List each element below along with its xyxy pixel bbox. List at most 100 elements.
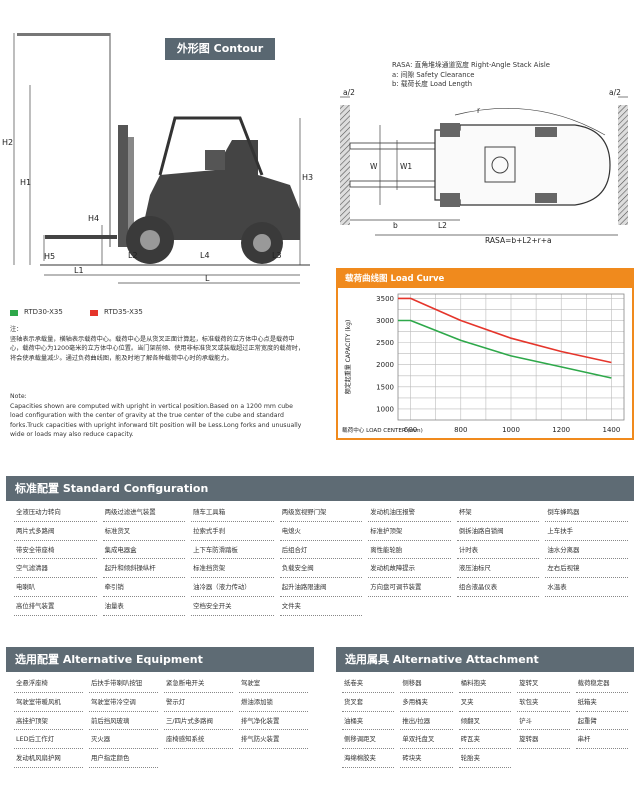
fork-right xyxy=(349,180,436,188)
standard-config-item: 高位排气装置 xyxy=(14,597,97,616)
standard-config-item: 标准护顶架 xyxy=(368,522,451,541)
notes-en-text: Capacities shown are computed with uprig… xyxy=(10,402,302,439)
alt-attachment-item: 纸卷夹 xyxy=(342,674,395,693)
y-tick-label: 1000 xyxy=(376,405,394,413)
alt-attachment-item: 海绵棉胶夹 xyxy=(342,749,395,768)
standard-config-item: 随车工具箱 xyxy=(191,503,274,522)
standard-config-item: 杯架 xyxy=(456,503,540,522)
contour-header: 外形图 Contour xyxy=(165,38,275,60)
fork-left xyxy=(349,142,436,150)
legend-swatch-rtd35 xyxy=(90,310,98,316)
standard-config-item: 液压油标尺 xyxy=(456,559,540,579)
label-b: b xyxy=(393,221,398,230)
standard-config-item: 拉索式手刹 xyxy=(191,522,274,541)
standard-config-item: 上车扶手 xyxy=(545,522,628,541)
alt-attachment-item: 侧移调距叉 xyxy=(342,730,395,750)
y-tick-label: 2000 xyxy=(376,361,394,369)
notes-zh-text: 竖轴表示承载量，横轴表示载荷中心。载荷中心是从货叉正面计算起，标准载荷的立方体中… xyxy=(10,335,305,362)
series-line-rtd30-x35 xyxy=(398,319,612,379)
alt-attachment-list: 纸卷夹侧移器桶料抱夹旋转叉载荷稳定器货叉套多用桶夹叉夹软包夹纸箱夹油桶夹推出/拉… xyxy=(342,674,634,768)
standard-config-list: 全液压动力转向两级过滤进气装置随车工具箱两级宽视野门架发动机油压报警杯架倒车蜂鸣… xyxy=(14,503,634,616)
alt-attachment-item: 桶料抱夹 xyxy=(458,674,512,693)
x-tick-label: 600 xyxy=(404,426,417,434)
standard-config-item: 离性能轮胎 xyxy=(368,541,451,560)
alt-equipment-list: 全悬浮座椅后扶手带喇叭按钮紧急断电开关驾驶室驾驶室带暖风机驾驶室带冷空调警示灯燃… xyxy=(14,674,314,768)
standard-config-item: 水温表 xyxy=(545,578,628,597)
standard-config-item: 倒拆油路自锁阀 xyxy=(456,522,540,541)
alt-attachment-item: 载荷稳定器 xyxy=(575,674,628,693)
standard-config-item: 后组合灯 xyxy=(279,541,363,560)
alt-attachment-item: 多用桶夹 xyxy=(400,693,453,712)
alt-attachment-item: 串杆 xyxy=(575,730,628,750)
label-l3: L3 xyxy=(272,251,282,260)
mast-inner xyxy=(128,137,134,247)
standard-config-item: 标准货叉 xyxy=(102,522,186,541)
alt-equipment-item: 用户指定颜色 xyxy=(89,749,158,768)
alt-attachment-item: 旋转叉 xyxy=(517,674,570,693)
alt-attachment-item: 旋转器 xyxy=(517,730,570,750)
alt-equipment-item: 驾驶室带暖风机 xyxy=(14,693,83,712)
alt-attachment-item: 侧移器 xyxy=(400,674,453,693)
standard-config-item: 油量表 xyxy=(102,597,186,616)
alt-attachment-item: 单双托盘叉 xyxy=(400,730,453,750)
notes-zh-title: 注： xyxy=(10,326,23,333)
rasa-line-3: b: 载荷长度 Load Length xyxy=(392,80,473,88)
alt-equipment-item: 三/四片式多路阀 xyxy=(164,712,233,731)
y-tick-label: 3000 xyxy=(376,317,394,325)
alt-equipment-item: 后扶手带喇叭按钮 xyxy=(89,674,158,693)
label-h1: H1 xyxy=(20,178,31,187)
seat xyxy=(205,150,225,170)
rasa-line-1: RASA: 直角堆垛通道宽度 Right-Angle Stack Aisle xyxy=(392,61,550,69)
y-tick-label: 1500 xyxy=(376,383,394,391)
label-l1: L1 xyxy=(74,266,84,275)
truck-outline xyxy=(434,124,611,206)
label-w1: W1 xyxy=(400,162,412,171)
legend-label-rtd35: RTD35-X35 xyxy=(104,308,143,316)
alt-attachment-item: 倾翻叉 xyxy=(458,712,512,731)
fork xyxy=(45,235,117,239)
alt-attachment-item: 叉夹 xyxy=(458,693,512,712)
label-l: L xyxy=(205,274,210,283)
turning-radius-arc xyxy=(454,108,606,136)
label-h5: H5 xyxy=(44,252,55,261)
label-l2-top: L2 xyxy=(438,221,447,230)
right-wall xyxy=(618,105,628,225)
standard-config-item: 带安全带座椅 xyxy=(14,541,97,560)
alt-equipment-item: 前后挡风玻璃 xyxy=(89,712,158,731)
overhead-guard xyxy=(158,116,264,176)
load-curve-title: 载荷曲线图 Load Curve xyxy=(345,274,445,284)
truck-body xyxy=(140,140,300,240)
y-tick-label: 2500 xyxy=(376,339,394,347)
alt-attachment-item: 油桶夹 xyxy=(342,712,395,731)
alt-attachment-item: 货叉套 xyxy=(342,693,395,712)
y-axis-label: 额定起重量 CAPACITY (kg) xyxy=(344,320,352,395)
forklift-side-view-drawing: H2 H1 H3 H4 H5 L1 L2 L4 L3 L xyxy=(2,33,313,284)
alt-equipment-item: 排气防火装置 xyxy=(239,730,308,750)
standard-config-item: 计时表 xyxy=(456,541,540,560)
legend-swatch-rtd30 xyxy=(10,310,18,316)
alt-equipment-item: 警示灯 xyxy=(164,693,233,712)
standard-config-item: 两级过滤进气装置 xyxy=(102,503,186,522)
alt-equipment-item: 全悬浮座椅 xyxy=(14,674,83,693)
label-h2: H2 xyxy=(2,138,13,147)
standard-config-item: 起升和倾斜操纵杆 xyxy=(102,559,186,579)
rasa-legend: RASA: 直角堆垛通道宽度 Right-Angle Stack Aisle a… xyxy=(392,61,550,90)
alt-equipment-item: 座椅感知系统 xyxy=(164,730,233,750)
standard-config-item: 电熄火 xyxy=(279,522,363,541)
alt-attachment-header: 选用属具 Alternative Attachment xyxy=(336,647,634,672)
left-wall xyxy=(340,105,350,225)
label-a-half-right: a/2 xyxy=(609,88,621,97)
standard-config-item: 两片式多路阀 xyxy=(14,522,97,541)
raised-fork xyxy=(17,33,110,36)
label-w: W xyxy=(370,162,378,171)
label-h3: H3 xyxy=(302,173,313,182)
standard-config-item: 标准挡货架 xyxy=(191,559,274,579)
standard-config-item: 负载安全阀 xyxy=(279,559,363,579)
alt-attachment-item: 铲斗 xyxy=(517,712,570,731)
notes-en: Note: Capacities shown are computed with… xyxy=(10,392,305,440)
notes-zh: 注： 竖轴表示承载量，横轴表示载荷中心。载荷中心是从货叉正面计算起，标准载荷的立… xyxy=(10,325,305,363)
standard-config-item: 油冷器（液力传动） xyxy=(191,578,274,597)
standard-config-item: 空气滤清器 xyxy=(14,559,97,579)
standard-config-item: 左右后视镜 xyxy=(545,559,628,579)
